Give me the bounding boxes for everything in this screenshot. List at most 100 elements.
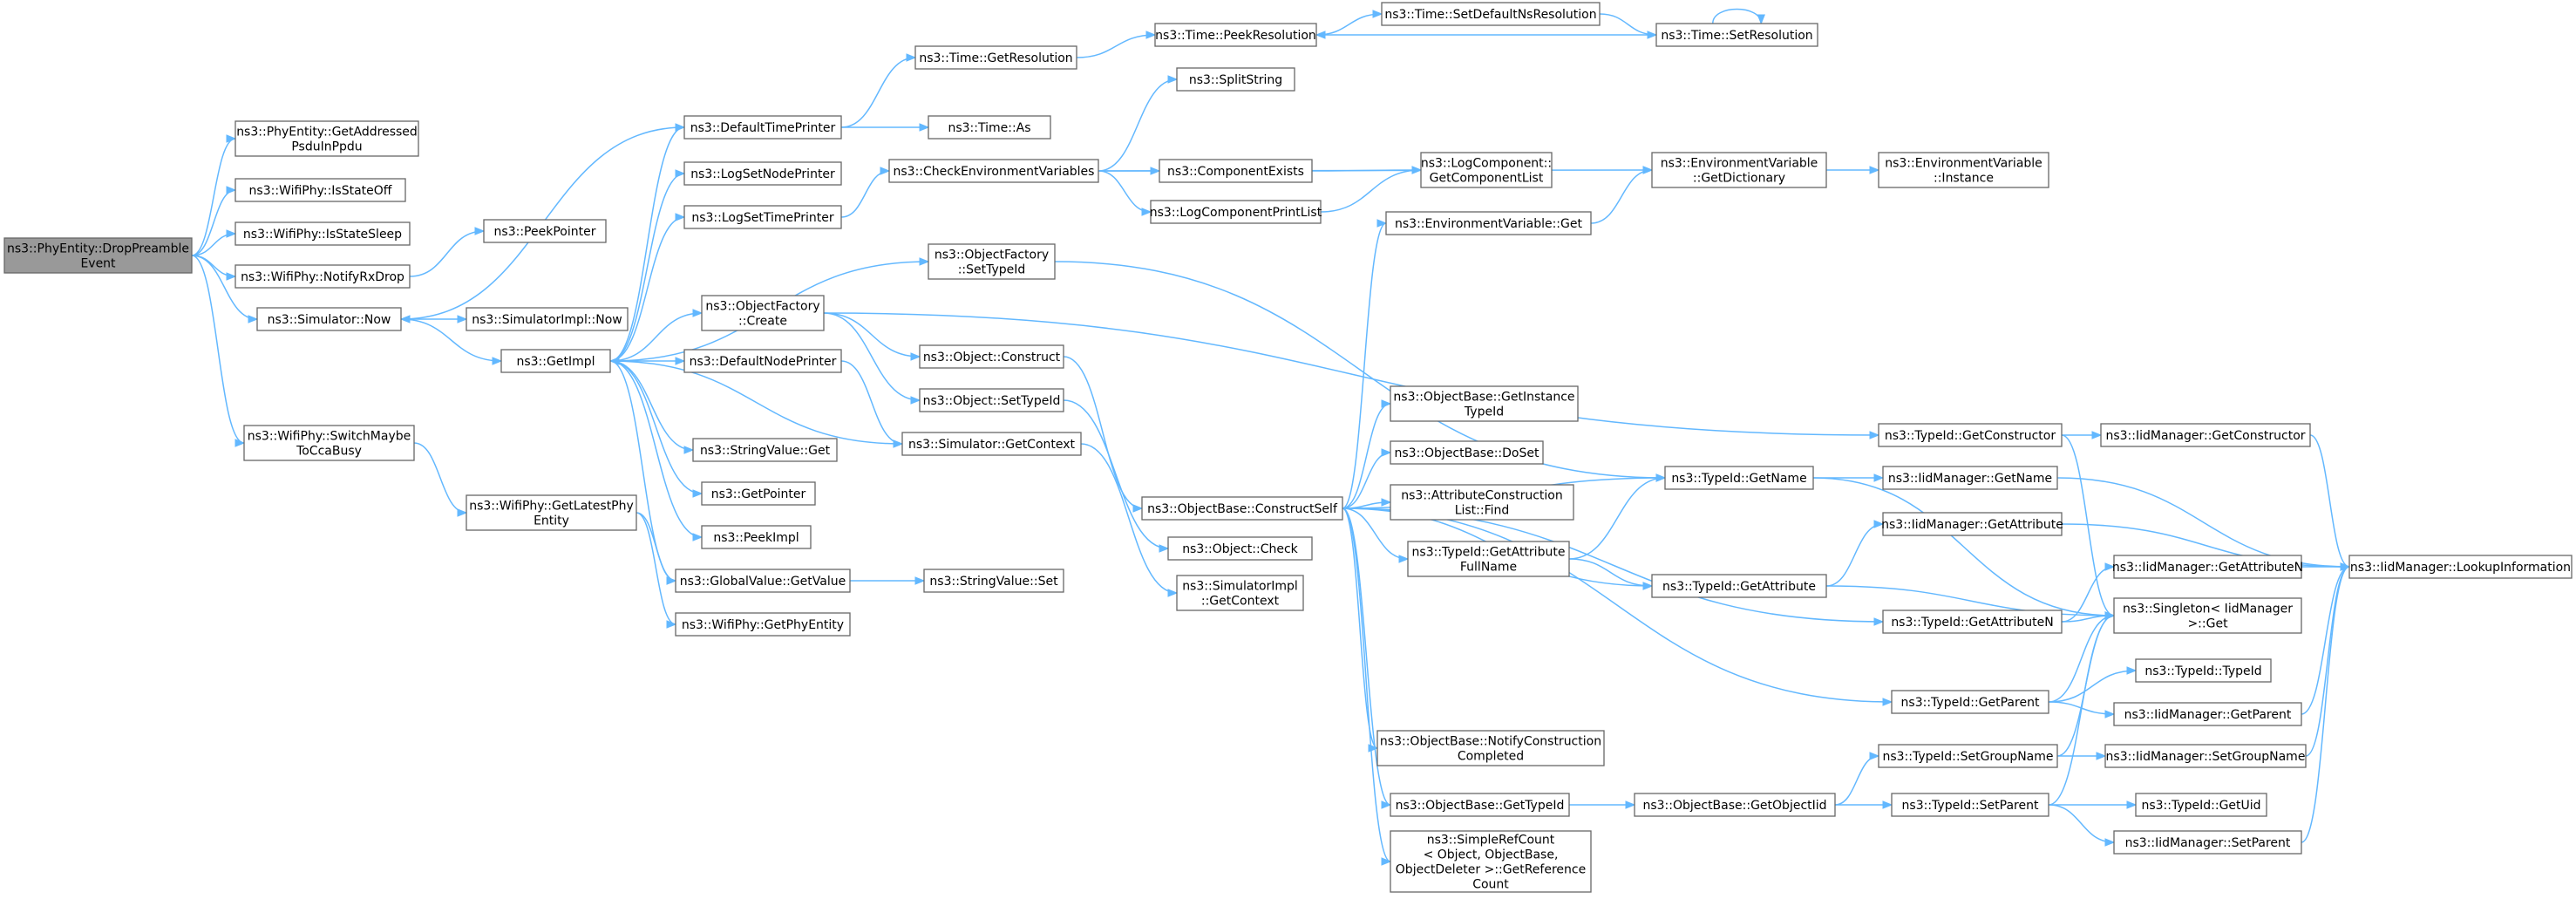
node-lsnp[interactable]: ns3::LogSetNodePrinter (683, 161, 842, 186)
node-box[interactable] (1150, 200, 1322, 224)
node-box[interactable] (466, 307, 629, 331)
node-box[interactable] (2135, 793, 2267, 817)
node-envget[interactable]: ns3::EnvironmentVariable::Get (1385, 211, 1592, 235)
node-obgetobjiid[interactable]: ns3::ObjectBase::GetObjectIid (1634, 793, 1836, 817)
node-box[interactable] (2348, 555, 2573, 579)
node-ofcreate[interactable]: ns3::ObjectFactory::Create (701, 295, 825, 331)
node-imgetattrn[interactable]: ns3::IidManager::GetAttributeN (2112, 555, 2303, 579)
node-lcprint[interactable]: ns3::LogComponentPrintList (1150, 200, 1322, 224)
node-box[interactable] (2113, 830, 2302, 855)
node-box[interactable] (683, 349, 842, 373)
node-timegetres[interactable]: ns3::Time::GetResolution (914, 45, 1077, 70)
node-box[interactable] (1882, 610, 2063, 634)
node-box[interactable] (2104, 744, 2307, 768)
node-box[interactable] (928, 115, 1051, 140)
node-implgetctx[interactable]: ns3::SimulatorImpl::GetContext (1176, 575, 1304, 611)
node-objsettype[interactable]: ns3::Object::SetTypeId (919, 388, 1064, 412)
node-box[interactable] (234, 178, 406, 202)
node-splitstr[interactable]: ns3::SplitString (1176, 67, 1295, 92)
node-dnp[interactable]: ns3::DefaultNodePrinter (683, 349, 842, 373)
node-box[interactable] (2135, 658, 2272, 683)
node-box[interactable] (1651, 574, 1827, 598)
node-implnow[interactable]: ns3::SimulatorImpl::Now (466, 307, 629, 331)
node-box[interactable] (234, 264, 411, 289)
node-box[interactable] (914, 45, 1077, 70)
node-isoff[interactable]: ns3::WifiPhy::IsStateOff (234, 178, 406, 202)
node-box[interactable] (1154, 23, 1317, 47)
node-tigetname[interactable]: ns3::TypeId::GetName (1664, 466, 1814, 490)
node-box[interactable] (901, 432, 1082, 456)
node-obnotify[interactable]: ns3::ObjectBase::NotifyConstructionCompl… (1376, 730, 1605, 766)
node-lcgetlist[interactable]: ns3::LogComponent::GetComponentList (1420, 152, 1553, 188)
node-peekres[interactable]: ns3::Time::PeekResolution (1154, 23, 1317, 47)
node-peekimpl[interactable]: ns3::PeekImpl (701, 525, 812, 549)
node-box[interactable] (1651, 152, 1827, 188)
node-box[interactable] (1167, 536, 1313, 561)
node-singleton[interactable]: ns3::Singleton< IidManager>::Get (2113, 597, 2302, 634)
node-imgetname[interactable]: ns3::IidManager::GetName (1882, 466, 2058, 490)
node-tigetattr[interactable]: ns3::TypeId::GetAttribute (1651, 574, 1827, 598)
node-box[interactable] (500, 349, 611, 373)
node-box[interactable] (701, 295, 825, 331)
node-gvget[interactable]: ns3::GlobalValue::GetValue (675, 569, 851, 593)
node-box[interactable] (919, 344, 1064, 369)
node-simgetctx[interactable]: ns3::Simulator::GetContext (901, 432, 1082, 456)
node-setdefns[interactable]: ns3::Time::SetDefaultNsResolution (1381, 2, 1601, 26)
node-checkenv[interactable]: ns3::CheckEnvironmentVariables (888, 159, 1099, 183)
node-box[interactable] (1655, 23, 1818, 47)
node-box[interactable] (683, 161, 842, 186)
node-tigetparent[interactable]: ns3::TypeId::GetParent (1891, 690, 2049, 714)
node-box[interactable] (923, 569, 1064, 593)
node-issleep[interactable]: ns3::WifiPhy::IsStateSleep (234, 221, 411, 246)
node-box[interactable] (1878, 152, 2049, 188)
node-box[interactable] (1376, 730, 1605, 766)
node-box[interactable] (928, 243, 1056, 280)
node-box[interactable] (1882, 512, 2063, 536)
node-box[interactable] (692, 438, 838, 462)
node-box[interactable] (683, 115, 842, 140)
node-peekptr[interactable]: ns3::PeekPointer (483, 219, 607, 243)
node-box[interactable] (1390, 830, 1592, 893)
node-box[interactable] (1390, 484, 1574, 521)
node-dtp[interactable]: ns3::DefaultTimePrinter (683, 115, 842, 140)
node-box[interactable] (1385, 211, 1592, 235)
node-box[interactable] (888, 159, 1099, 183)
node-setres[interactable]: ns3::Time::SetResolution (1655, 23, 1818, 47)
node-box[interactable] (1176, 575, 1304, 611)
node-box[interactable] (2100, 423, 2311, 447)
node-box[interactable] (234, 120, 419, 157)
node-box[interactable] (1141, 496, 1343, 521)
node-getphy[interactable]: ns3::WifiPhy::GetPhyEntity (675, 612, 851, 637)
node-ofsettype[interactable]: ns3::ObjectFactory::SetTypeId (928, 243, 1056, 280)
node-box[interactable] (919, 388, 1064, 412)
node-box[interactable] (1390, 385, 1579, 422)
node-box[interactable] (1159, 159, 1313, 183)
node-box[interactable] (1878, 744, 2058, 768)
node-box[interactable] (256, 307, 402, 331)
node-objconstruct[interactable]: ns3::Object::Construct (919, 344, 1064, 369)
node-lstp[interactable]: ns3::LogSetTimePrinter (683, 205, 842, 229)
node-srcount[interactable]: ns3::SimpleRefCount< Object, ObjectBase,… (1390, 830, 1592, 893)
node-box[interactable] (1882, 466, 2058, 490)
node-box[interactable] (1891, 793, 2049, 817)
node-obcs[interactable]: ns3::ObjectBase::ConstructSelf (1141, 496, 1343, 521)
node-obgettype[interactable]: ns3::ObjectBase::GetTypeId (1390, 793, 1570, 817)
node-box[interactable] (701, 525, 812, 549)
node-simnow[interactable]: ns3::Simulator::Now (256, 307, 402, 331)
node-box[interactable] (243, 425, 415, 461)
node-getimpl[interactable]: ns3::GetImpl (500, 349, 611, 373)
node-compexists[interactable]: ns3::ComponentExists (1159, 159, 1313, 183)
node-box[interactable] (1664, 466, 1814, 490)
node-box[interactable] (466, 494, 637, 531)
node-imgetparent[interactable]: ns3::IidManager::GetParent (2113, 702, 2302, 726)
node-box[interactable] (1634, 793, 1836, 817)
node-tisetgroup[interactable]: ns3::TypeId::SetGroupName (1878, 744, 2058, 768)
node-box[interactable] (701, 481, 816, 506)
node-envgetdict[interactable]: ns3::EnvironmentVariable::GetDictionary (1651, 152, 1827, 188)
node-box[interactable] (2113, 702, 2302, 726)
node-strget[interactable]: ns3::StringValue::Get (692, 438, 838, 462)
node-box[interactable] (1420, 152, 1553, 188)
node-box[interactable] (675, 569, 851, 593)
node-obdoset[interactable]: ns3::ObjectBase::DoSet (1390, 440, 1544, 465)
